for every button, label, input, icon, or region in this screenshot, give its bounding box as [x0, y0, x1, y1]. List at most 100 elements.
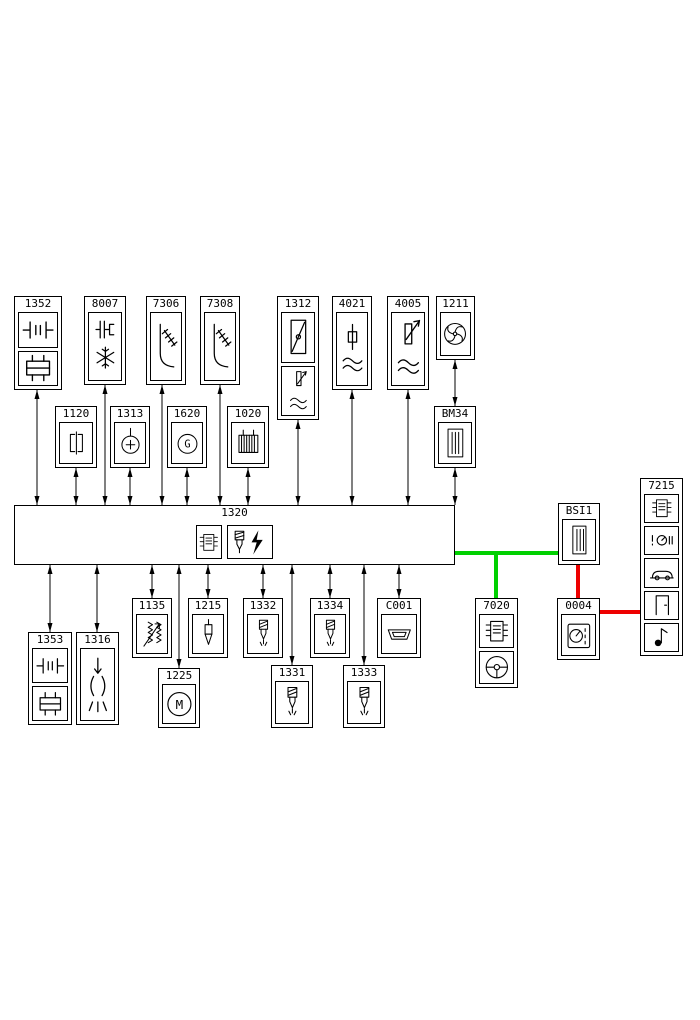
component-icon-area: [15, 520, 454, 564]
component-1215[interactable]: 1215: [188, 598, 228, 658]
pedal-icon: [204, 312, 236, 381]
component-icon-area: [333, 311, 371, 389]
component-icon-area: [437, 311, 474, 359]
component-icon-area: [201, 311, 239, 384]
component-1316[interactable]: 1316: [76, 632, 119, 725]
arrowhead: [159, 385, 165, 394]
component-7306[interactable]: 7306: [146, 296, 186, 385]
arrowhead: [102, 496, 108, 505]
arrowhead: [127, 468, 133, 477]
component-label: 7215: [648, 479, 675, 492]
component-1353[interactable]: 1353: [28, 632, 72, 725]
component-c001[interactable]: C001: [377, 598, 421, 658]
arrowhead: [102, 385, 108, 394]
component-1120[interactable]: 1120: [55, 406, 97, 468]
arrowhead: [452, 397, 458, 406]
component-4021[interactable]: 4021: [332, 296, 372, 390]
component-icon-area: [189, 613, 227, 657]
arrowhead: [47, 565, 53, 574]
component-label: 4021: [338, 297, 366, 310]
component-icon-area: [388, 311, 428, 389]
arrowhead: [47, 623, 53, 632]
arrowhead: [295, 496, 301, 505]
component-1352[interactable]: 1352: [14, 296, 62, 390]
component-1211[interactable]: 1211: [436, 296, 475, 360]
component-icon-area: M: [159, 683, 199, 727]
nozzle-spray-icon: [80, 648, 115, 721]
component-8007[interactable]: 8007: [84, 296, 126, 385]
arrowhead: [396, 565, 402, 574]
arrowhead: [405, 390, 411, 399]
component-label: C001: [385, 599, 413, 612]
component-label: BSI1: [565, 504, 593, 517]
injector-icon: [247, 614, 279, 654]
svg-text:G: G: [184, 438, 190, 450]
component-label: 1312: [284, 297, 312, 310]
arrowhead: [361, 656, 367, 665]
fan-icon: [440, 312, 471, 356]
arrowhead: [452, 360, 458, 369]
fuse-box-icon: [438, 422, 472, 464]
component-icon-area: G: [168, 421, 206, 467]
component-0004[interactable]: 0004: [557, 598, 600, 660]
component-label: 1313: [116, 407, 144, 420]
component-icon-area: [77, 647, 118, 724]
temp-water-icon: [281, 365, 315, 416]
component-7308[interactable]: 7308: [200, 296, 240, 385]
component-7020[interactable]: 7020: [475, 598, 518, 688]
component-bm34[interactable]: BM34: [434, 406, 476, 468]
component-label: 1333: [350, 666, 378, 679]
component-icon-area: [558, 613, 599, 659]
component-1332[interactable]: 1332: [243, 598, 283, 658]
arrowhead: [405, 496, 411, 505]
component-1320[interactable]: 1320: [14, 505, 455, 565]
component-icon-area: [378, 613, 420, 657]
door-icon: [644, 590, 679, 620]
component-1135[interactable]: 1135: [132, 598, 172, 658]
component-icon-area: [111, 421, 149, 467]
component-label: 8007: [91, 297, 119, 310]
component-1331[interactable]: 1331: [271, 665, 313, 728]
arrowhead: [34, 496, 40, 505]
arrowhead: [260, 565, 266, 574]
component-label: 7306: [152, 297, 180, 310]
arrowhead: [176, 659, 182, 668]
arrowhead: [295, 420, 301, 429]
sensor-g-icon: G: [171, 422, 203, 464]
component-4005[interactable]: 4005: [387, 296, 429, 390]
arrowhead: [73, 496, 79, 505]
component-1020[interactable]: 1020: [227, 406, 269, 468]
injector-icon: [347, 681, 381, 724]
car-icon: [644, 558, 679, 588]
glow-plug-icon: [32, 648, 68, 683]
component-icon-area: [133, 613, 171, 657]
arrowhead: [396, 589, 402, 598]
component-label: 1225: [165, 669, 193, 682]
arrowhead: [327, 589, 333, 598]
component-7215[interactable]: 7215: [640, 478, 683, 656]
vacuum-icon: [114, 422, 146, 464]
component-1312[interactable]: 1312: [277, 296, 319, 420]
arrowhead: [176, 565, 182, 574]
arrowhead: [127, 496, 133, 505]
arrowhead: [349, 496, 355, 505]
component-icon-area: [85, 311, 125, 384]
component-1313[interactable]: 1313: [110, 406, 150, 468]
arrowhead: [205, 589, 211, 598]
injector-outline-icon: [192, 614, 224, 654]
arrowhead: [260, 589, 266, 598]
component-bsi1[interactable]: BSI1: [558, 503, 600, 565]
component-label: 1334: [316, 599, 344, 612]
svg-text:M: M: [175, 697, 183, 712]
arrowhead: [184, 496, 190, 505]
arrowhead: [245, 496, 251, 505]
temp-arrow-icon: [391, 312, 425, 386]
component-1334[interactable]: 1334: [310, 598, 350, 658]
pedal-icon: [150, 312, 182, 381]
bsi-icon: [562, 519, 596, 561]
glow-plug-icon: [18, 312, 58, 348]
component-1333[interactable]: 1333: [343, 665, 385, 728]
component-label: 1332: [249, 599, 277, 612]
